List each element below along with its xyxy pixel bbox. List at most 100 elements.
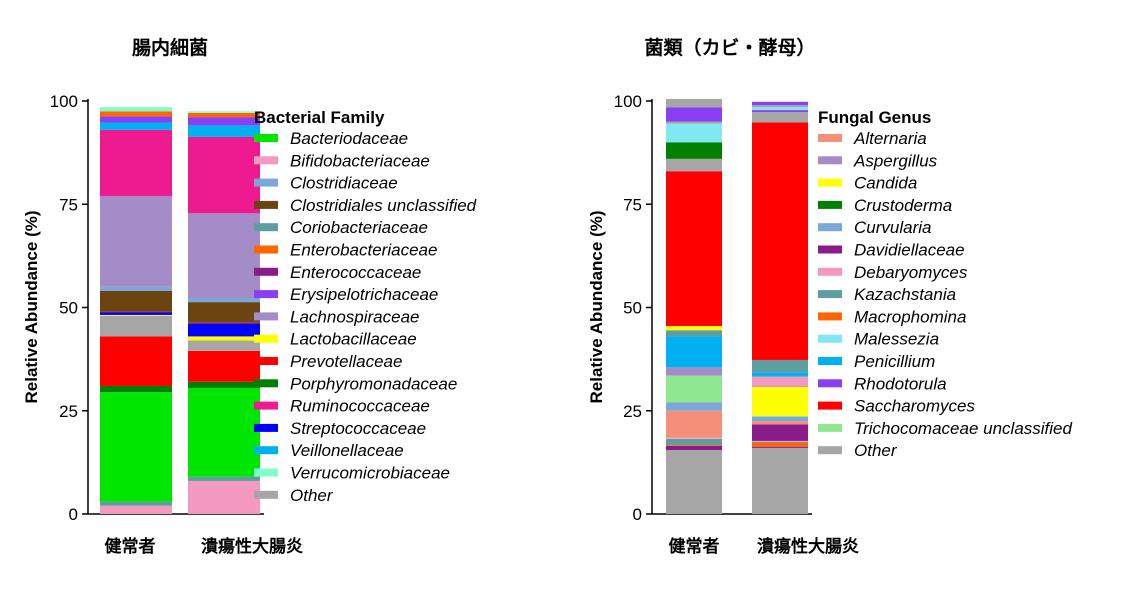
x-category-label: 潰瘍性大腸炎 [757, 536, 859, 557]
bar-segment [188, 350, 260, 382]
bar-segment [666, 171, 722, 327]
legend-label: Saccharomyces [854, 397, 975, 416]
y-tick-label: 0 [69, 505, 78, 524]
legend-swatch [254, 446, 278, 455]
legend-label: Enterobacteriaceae [290, 241, 437, 260]
legend-label: Curvularia [854, 218, 931, 237]
legend-swatch [818, 178, 842, 187]
legend-label: Other [290, 486, 334, 505]
bar-segment [188, 322, 260, 325]
legend-label: Streptococcaceae [290, 419, 426, 438]
legend-swatch [254, 200, 278, 209]
bar-segment [100, 505, 172, 514]
chart-title: 腸内細菌 [132, 36, 208, 59]
y-axis-label: Relative Abundance (%) [22, 210, 41, 403]
bar-segment [666, 326, 722, 331]
legend-label: Macrophomina [854, 307, 966, 326]
y-tick-label: 0 [633, 505, 642, 524]
bar-segment [188, 336, 260, 341]
bar-segment [188, 381, 260, 389]
legend-label: Erysipelotrichaceae [290, 285, 438, 304]
legend-label: Aspergillus [853, 151, 938, 170]
bar-segment [752, 415, 808, 417]
legend-swatch [818, 223, 842, 232]
bar-segment [100, 311, 172, 313]
y-tick-label: 50 [59, 299, 78, 318]
bar-segment [666, 121, 722, 124]
legend-label: Ruminococcaceae [290, 397, 430, 416]
bar-segment [752, 424, 808, 441]
legend-swatch [254, 267, 278, 276]
legend-swatch [254, 245, 278, 254]
chart-title: 菌類（カビ・酵母） [644, 36, 815, 59]
bar-segment [100, 501, 172, 506]
bar-segment [666, 375, 722, 403]
bar-segment [100, 129, 172, 196]
fungal-chart: 菌類（カビ・酵母） Relative Abundance (%) 0255075… [587, 36, 1072, 557]
bar-segment [752, 447, 808, 514]
bar-segment [752, 359, 808, 373]
legend-label: Veillonellaceae [290, 441, 404, 460]
bar-segment [752, 107, 808, 111]
legend-label: Bifidobacteriaceae [290, 151, 430, 170]
bar-segment [188, 302, 260, 323]
bar-segment [666, 402, 722, 411]
legend-swatch [254, 223, 278, 232]
bar-segment [752, 440, 808, 442]
bar-segment [752, 441, 808, 443]
legend-label: Porphyromonadaceae [290, 374, 457, 393]
legend-swatch [818, 312, 842, 321]
bar-segment [666, 367, 722, 376]
bar-segment [100, 195, 172, 287]
legend-swatch [254, 423, 278, 432]
legend-label: Verrucomicrobiaceae [290, 464, 450, 483]
bar-segment [188, 298, 260, 303]
bar-segment [100, 290, 172, 312]
bar-segment [752, 372, 808, 377]
legend-label: Clostridiales unclassified [290, 196, 477, 215]
bar-segment [752, 421, 808, 425]
bar-segment [188, 476, 260, 481]
x-category-label: 健常者 [105, 536, 156, 557]
bar-segment [188, 340, 260, 351]
legend-swatch [818, 290, 842, 299]
legend-swatch [254, 401, 278, 410]
y-tick-label: 100 [614, 92, 642, 111]
bar-segment [752, 386, 808, 416]
legend-swatch [818, 334, 842, 343]
x-category-label: 健常者 [669, 536, 720, 557]
legend-label: Alternaria [853, 129, 927, 148]
legend-swatch [254, 178, 278, 187]
legend-label: Lachnospiraceae [290, 307, 419, 326]
legend-swatch [254, 312, 278, 321]
legend-label: Kazachstania [854, 285, 956, 304]
legend-label: Malessezia [854, 330, 939, 349]
bar-segment [666, 107, 722, 122]
legend-label: Crustoderma [854, 196, 952, 215]
bar-segment [100, 315, 172, 337]
legend-title: Fungal Genus [818, 108, 931, 127]
bar-segment [188, 111, 260, 113]
legend-swatch [818, 245, 842, 254]
bar-segment [752, 416, 808, 422]
legend-swatch [254, 290, 278, 299]
bar-segment [100, 286, 172, 291]
bar-segment [666, 142, 722, 159]
bar-segment [188, 136, 260, 214]
bar-segment [100, 385, 172, 393]
legend-label: Davidiellaceae [854, 241, 965, 260]
legend-swatch [818, 200, 842, 209]
legend-title: Bacterial Family [254, 108, 385, 127]
legend-label: Trichocomaceae unclassified [854, 419, 1072, 438]
legend-swatch [818, 156, 842, 165]
legend-swatch [818, 357, 842, 365]
bar-segment [752, 112, 808, 123]
legend-swatch [818, 446, 842, 455]
legend-label: Prevotellaceae [290, 352, 402, 371]
bar-segment [666, 336, 722, 368]
bar-segment [100, 111, 172, 117]
bar-segment [666, 449, 722, 514]
bar-segment [666, 445, 722, 446]
